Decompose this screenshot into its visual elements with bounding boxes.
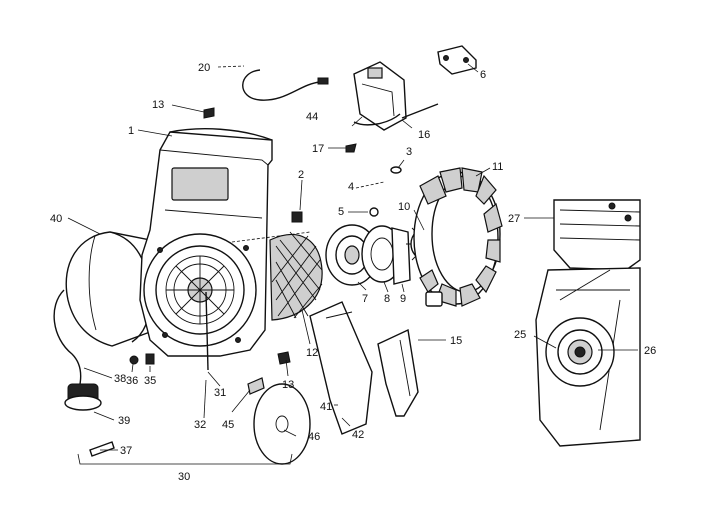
label-27: 27 [508,213,520,225]
blower-housing [139,128,311,357]
label-20: 20 [198,62,210,74]
label-45: 45 [222,419,234,431]
starter-clutch-assembly [325,224,411,286]
label-12: 12 [306,347,318,359]
starter-rope-and-handle [53,289,102,411]
label-6: 6 [480,69,486,81]
air-guide-disc [253,383,311,465]
label-3: 3 [406,146,412,158]
label-7: 7 [362,293,368,305]
ground-wire-20 [242,69,329,101]
ignition-armature [353,61,407,131]
label-30: 30 [178,471,190,483]
label-37: 37 [120,445,132,457]
label-13-bottom: 13 [282,379,294,391]
label-10: 10 [398,201,410,213]
stop-wire-16 [401,103,439,119]
label-9: 9 [400,293,406,305]
air-guide-42 [309,301,373,435]
label-44: 44 [306,111,318,123]
fasteners [89,107,402,457]
label-13-top: 13 [152,99,164,111]
air-guide-15 [377,328,419,417]
rotating-screen [269,231,323,321]
engine-block [535,199,641,447]
label-15: 15 [450,335,462,347]
label-2: 2 [298,169,304,181]
ground-terminal-6 [437,45,477,75]
label-1: 1 [128,125,134,137]
label-38: 38 [114,373,126,385]
label-16: 16 [418,129,430,141]
flywheel [413,167,503,307]
label-32: 32 [194,419,206,431]
label-8: 8 [384,293,390,305]
label-36: 36 [126,375,138,387]
label-35: 35 [144,375,156,387]
label-42: 42 [352,429,364,441]
label-41: 41 [320,401,332,413]
label-25: 25 [514,329,526,341]
label-11: 11 [492,161,503,173]
leader-lines [67,63,638,465]
label-4: 4 [348,181,354,193]
label-40: 40 [50,213,62,225]
label-17: 17 [312,143,324,155]
label-31: 31 [214,387,226,399]
label-46: 46 [308,431,320,443]
label-39: 39 [118,415,130,427]
label-5: 5 [338,206,344,218]
label-26: 26 [644,345,656,357]
part-labels: 1 2 3 4 5 6 7 8 9 10 11 12 13 13 15 16 1… [50,62,656,483]
